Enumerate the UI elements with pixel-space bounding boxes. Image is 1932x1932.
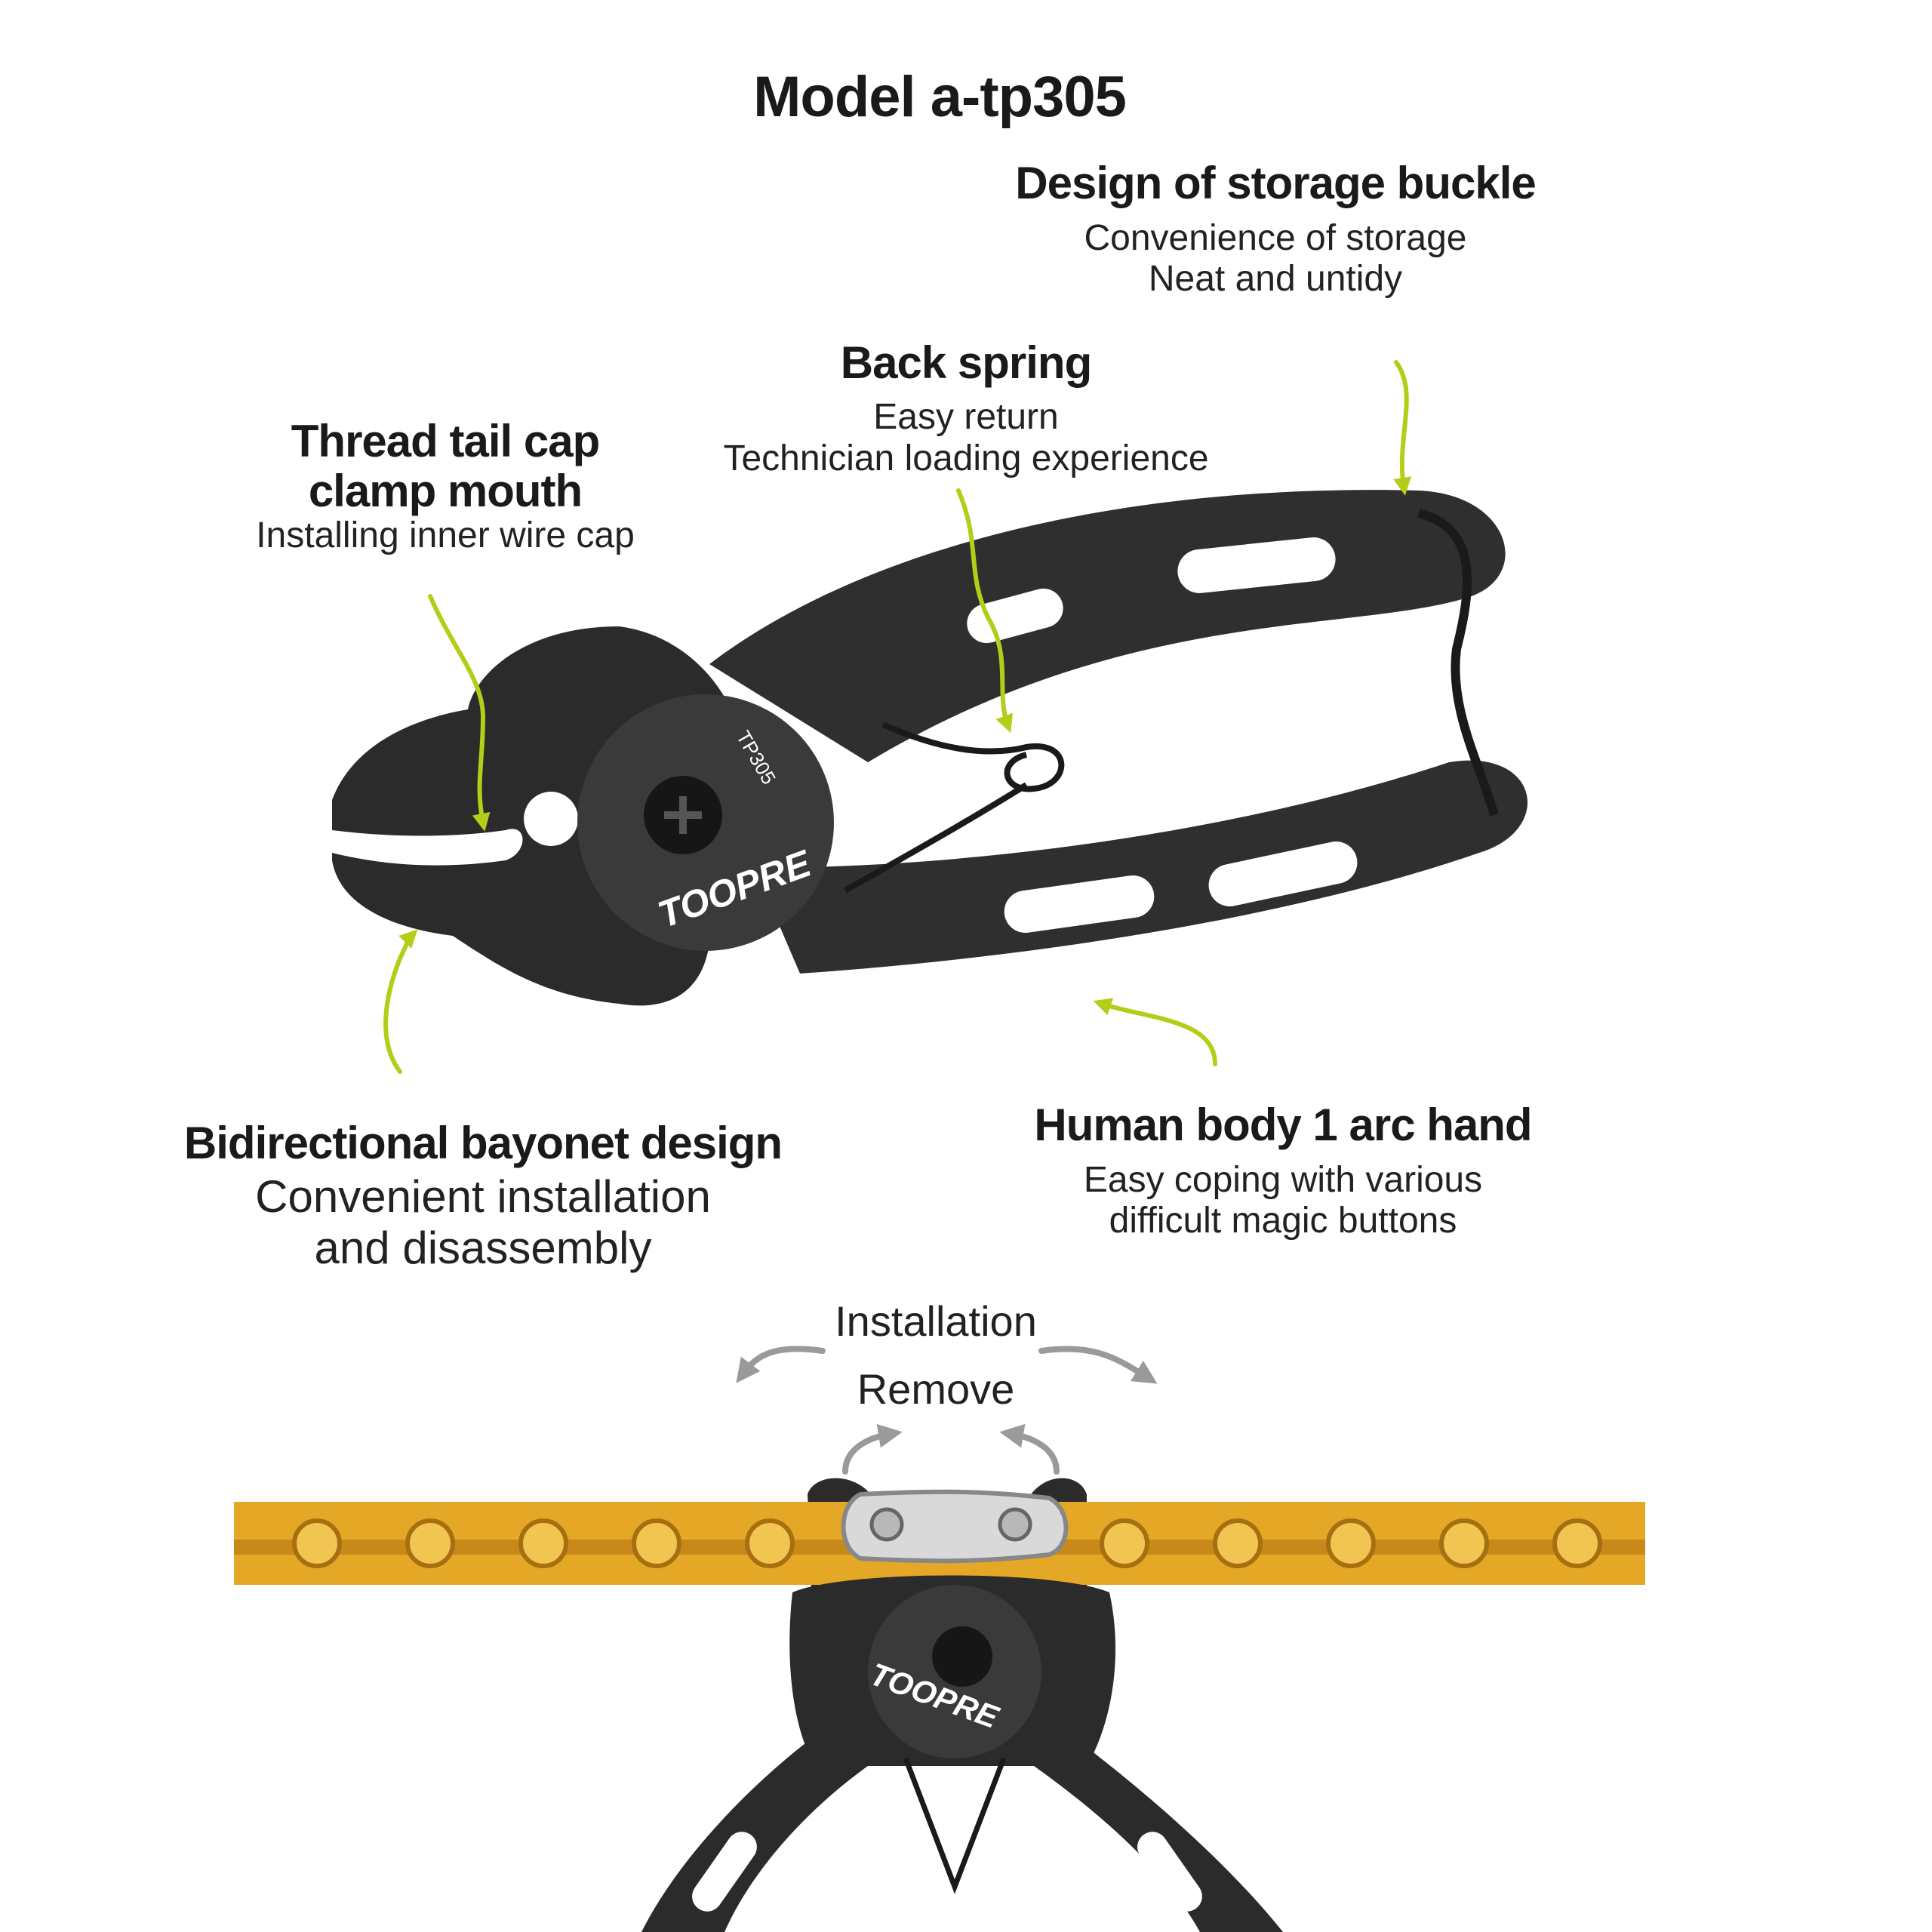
master-link-pin <box>998 1507 1032 1542</box>
clamp-mouth-heading-2: clamp mouth <box>308 466 583 516</box>
bayonet-line-2: and disassembly <box>314 1223 652 1273</box>
back-spring-line-2: Technician loading experience <box>723 438 1209 478</box>
installation-label: Installation <box>835 1297 1037 1345</box>
wire-cap-hole <box>524 792 578 846</box>
arc-hand-line-1: Easy coping with various <box>1083 1160 1483 1200</box>
lower-spring <box>903 1757 1007 1894</box>
storage-buckle <box>1417 509 1499 817</box>
direction-arrows <box>736 1346 1158 1475</box>
arrow-storage <box>1393 360 1412 496</box>
arrow-arc <box>1093 998 1217 1066</box>
install-arrow-right <box>1038 1346 1158 1384</box>
lower-pivot-screw <box>932 1626 992 1687</box>
main-pliers: TOOPRE TP305 <box>332 490 1528 1006</box>
master-link-pin <box>869 1507 904 1542</box>
arrow-spring <box>956 488 1014 734</box>
arc-hand-line-2: difficult magic buttons <box>1109 1201 1457 1241</box>
handle-slot <box>692 1832 757 1912</box>
arc-hand-heading: Human body 1 arc hand <box>1034 1100 1532 1150</box>
handle-slot <box>1208 841 1358 906</box>
back-spring-heading: Back spring <box>840 337 1092 388</box>
bayonet-heading: Bidirectional bayonet design <box>183 1118 783 1168</box>
handle-slot <box>967 588 1063 644</box>
storage-buckle-line-2: Neat and untidy <box>1148 259 1403 299</box>
storage-buckle-line-1: Convenience of storage <box>1084 218 1467 258</box>
handle-slot <box>1177 537 1336 593</box>
page-title: Model a-tp305 <box>753 65 1127 129</box>
storage-buckle-heading: Design of storage buckle <box>1015 158 1537 208</box>
upper-handle <box>709 490 1506 762</box>
handle-slot <box>1137 1832 1202 1912</box>
lower-handle <box>755 760 1528 974</box>
arrow-clamp <box>428 594 491 832</box>
clamp-mouth-line-1: Installing inner wire cap <box>256 515 635 555</box>
install-arrow-left <box>736 1346 826 1383</box>
arrow-bayonet <box>383 929 418 1074</box>
handle-slot <box>1004 875 1155 934</box>
chain-rollers <box>292 1518 1602 1568</box>
remove-label: Remove <box>857 1365 1015 1413</box>
callout-arrows <box>383 360 1412 1074</box>
bayonet-line-1: Convenient installation <box>255 1171 711 1222</box>
clamp-mouth-heading-1: Thread tail cap <box>291 416 600 466</box>
chain-scene: TOOPRE <box>234 1478 1645 1932</box>
back-spring-line-1: Easy return <box>873 397 1059 437</box>
lower-handle-left <box>641 1736 868 1932</box>
jaw-mouth <box>332 829 523 866</box>
screw-cross <box>664 796 702 834</box>
back-spring <box>844 721 1065 894</box>
remove-arrow-left <box>842 1423 903 1475</box>
remove-arrow-right <box>999 1423 1060 1475</box>
